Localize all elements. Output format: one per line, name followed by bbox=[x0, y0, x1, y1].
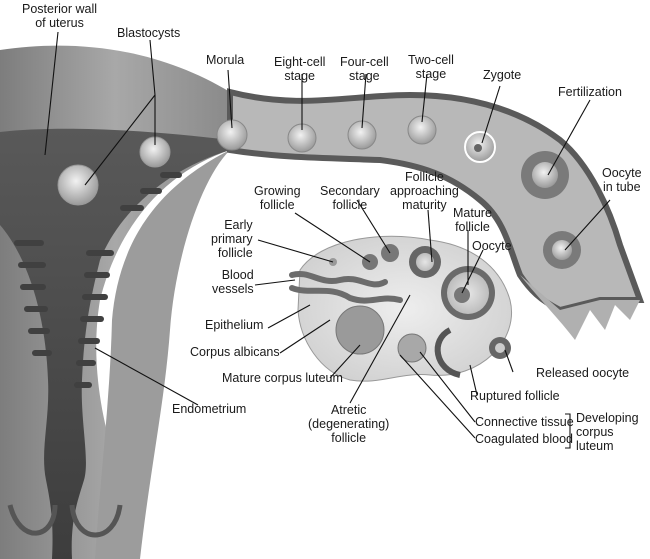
label-oocyte-in-tube: Oocyte in tube bbox=[602, 166, 642, 194]
embryo-stages bbox=[57, 115, 581, 269]
label-blastocysts: Blastocysts bbox=[117, 26, 181, 40]
label-atretic-follicle: Atretic (degenerating) follicle bbox=[308, 403, 390, 445]
ruptured-follicle-shape bbox=[434, 327, 461, 378]
label-posterior-wall: Posterior wall of uterus bbox=[22, 2, 98, 30]
label-fertilization: Fertilization bbox=[558, 85, 622, 99]
label-two-cell: Two-cell stage bbox=[408, 53, 454, 81]
label-epithelium: Epithelium bbox=[205, 318, 264, 332]
blastocyst-1 bbox=[57, 164, 99, 206]
label-growing-follicle: Growing follicle bbox=[254, 184, 301, 212]
label-oocyte: Oocyte bbox=[472, 239, 512, 253]
label-four-cell: Four-cell stage bbox=[340, 55, 389, 83]
label-developing-corpus-luteum: Developing corpus luteum bbox=[576, 411, 639, 453]
label-mature-corpus-luteum: Mature corpus luteum bbox=[222, 371, 343, 385]
two-cell bbox=[407, 115, 437, 145]
follicles bbox=[329, 244, 511, 378]
label-follicle-approaching-maturity: Follicle approaching maturity bbox=[390, 170, 459, 212]
corpus-luteum-shape bbox=[335, 305, 385, 355]
label-blood-vessels: Blood vessels bbox=[212, 268, 254, 296]
leader-lines bbox=[44, 31, 611, 449]
label-connective-tissue: Connective tissue bbox=[475, 415, 574, 429]
morula-cell bbox=[216, 119, 248, 151]
fimbriae bbox=[520, 275, 640, 340]
label-endometrium: Endometrium bbox=[172, 402, 247, 416]
label-eight-cell: Eight-cell stage bbox=[274, 55, 326, 83]
label-morula: Morula bbox=[206, 53, 245, 67]
label-mature-follicle: Mature follicle bbox=[453, 206, 492, 234]
cervix bbox=[7, 504, 123, 538]
label-ruptured-follicle: Ruptured follicle bbox=[470, 389, 560, 403]
endometrial-glands bbox=[14, 172, 182, 388]
label-zygote: Zygote bbox=[483, 68, 522, 82]
uterine-cavity bbox=[0, 128, 230, 559]
uterus-right-wall bbox=[95, 150, 230, 559]
label-corpus-albicans: Corpus albicans bbox=[190, 345, 280, 359]
label-secondary-follicle: Secondary follicle bbox=[320, 184, 380, 212]
label-released-oocyte: Released oocyte bbox=[536, 366, 630, 380]
blood-vessels-shape bbox=[289, 270, 403, 304]
label-coagulated-blood: Coagulated blood bbox=[475, 432, 573, 446]
label-early-primary-follicle: Early primary follicle bbox=[211, 218, 253, 260]
